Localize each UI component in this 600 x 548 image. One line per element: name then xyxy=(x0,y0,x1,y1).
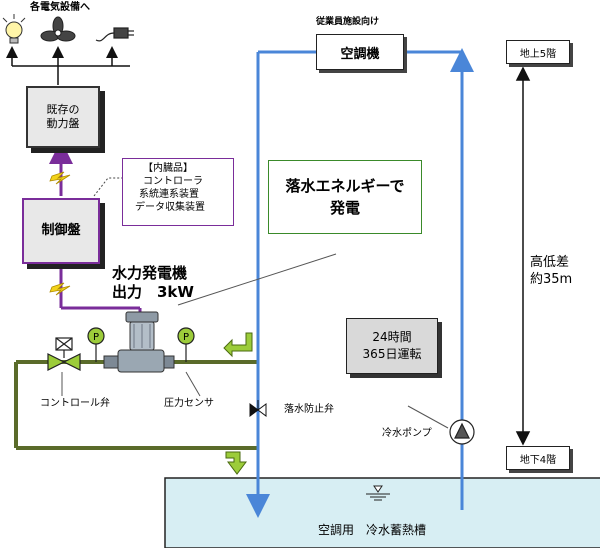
aircon-unit: 空調機 xyxy=(316,34,404,70)
contents-note-item1: コントローラ xyxy=(143,176,203,187)
floor-bottom-box: 地下4階 xyxy=(506,446,570,470)
lightning-icons xyxy=(49,171,71,296)
pressure-sensor-label: 圧力センサ xyxy=(164,398,214,409)
existing-power-panel: 既存の 動力盤 xyxy=(26,86,100,148)
operation-line2: 365日運転 xyxy=(362,347,422,361)
control-valve-icon xyxy=(47,337,81,371)
fan-icon xyxy=(40,16,76,42)
contents-note: 【内臓品】 コントローラ 系統連系装置 データ収集装置 xyxy=(122,158,234,226)
pressure-gauge-icon: P xyxy=(87,327,105,362)
svg-text:P: P xyxy=(93,332,99,343)
contents-note-item2: 系統連系装置 xyxy=(139,189,199,200)
floor-top-box: 地上5階 xyxy=(506,40,570,64)
operation-box: 24時間 365日運転 xyxy=(346,318,438,374)
chilled-pump-icon xyxy=(449,419,475,445)
contents-note-item3: データ収集装置 xyxy=(135,202,205,213)
storage-tank xyxy=(164,477,600,548)
floor-bottom-label: 地下4階 xyxy=(519,454,557,466)
height-arrow xyxy=(515,66,531,446)
callout-line1: 落水エネルギーで xyxy=(285,177,405,195)
fall-prevention-valve-label: 落水防止弁 xyxy=(284,404,334,415)
chilled-pump-label: 冷水ポンプ xyxy=(382,428,432,439)
aircon-label: 空調機 xyxy=(340,46,380,62)
blue-pipes xyxy=(256,50,464,510)
control-panel-label: 制御盤 xyxy=(41,223,81,238)
existing-panel-line2: 動力盤 xyxy=(46,117,80,130)
tank-label: 空調用 冷水蓄熱槽 xyxy=(318,523,427,537)
operation-line1: 24時間 xyxy=(372,330,412,344)
height-diff-title: 高低差 xyxy=(530,255,570,270)
light-bulb-icon xyxy=(2,14,26,44)
existing-panel-line1: 既存の xyxy=(46,103,80,116)
generator-output: 出力 3kW xyxy=(112,283,194,301)
floor-top-label: 地上5階 xyxy=(519,48,557,60)
fall-prevention-valve-icon xyxy=(249,400,267,417)
flow-arrows xyxy=(223,332,253,475)
pressure-sensor-icon: P xyxy=(177,327,195,362)
callout-leader xyxy=(177,253,337,306)
sensor-leader xyxy=(185,371,201,397)
contents-note-title: 【内臓品】 xyxy=(143,163,193,174)
height-diff-label: 高低差 約35m xyxy=(530,254,572,288)
svg-text:P: P xyxy=(183,332,189,343)
staff-facility-label: 従業員施設向け xyxy=(316,17,380,27)
generator-icon xyxy=(103,311,175,373)
callout-box: 落水エネルギーで 発電 xyxy=(268,160,422,234)
control-panel: 制御盤 xyxy=(22,198,100,264)
generator-name: 水力発電機 xyxy=(112,264,188,282)
pump-leader xyxy=(407,405,449,429)
callout-line2: 発電 xyxy=(329,199,360,217)
generator-label: 水力発電機 出力 3kW xyxy=(112,264,194,302)
note-connector xyxy=(93,177,122,197)
top-label: 各電気設備へ xyxy=(30,2,90,13)
water-level-icon xyxy=(366,485,390,501)
control-valve-label: コントロール弁 xyxy=(40,398,110,409)
plug-icon xyxy=(95,27,134,42)
distribution-lines xyxy=(6,46,130,85)
height-diff-value: 約35m xyxy=(530,272,573,287)
